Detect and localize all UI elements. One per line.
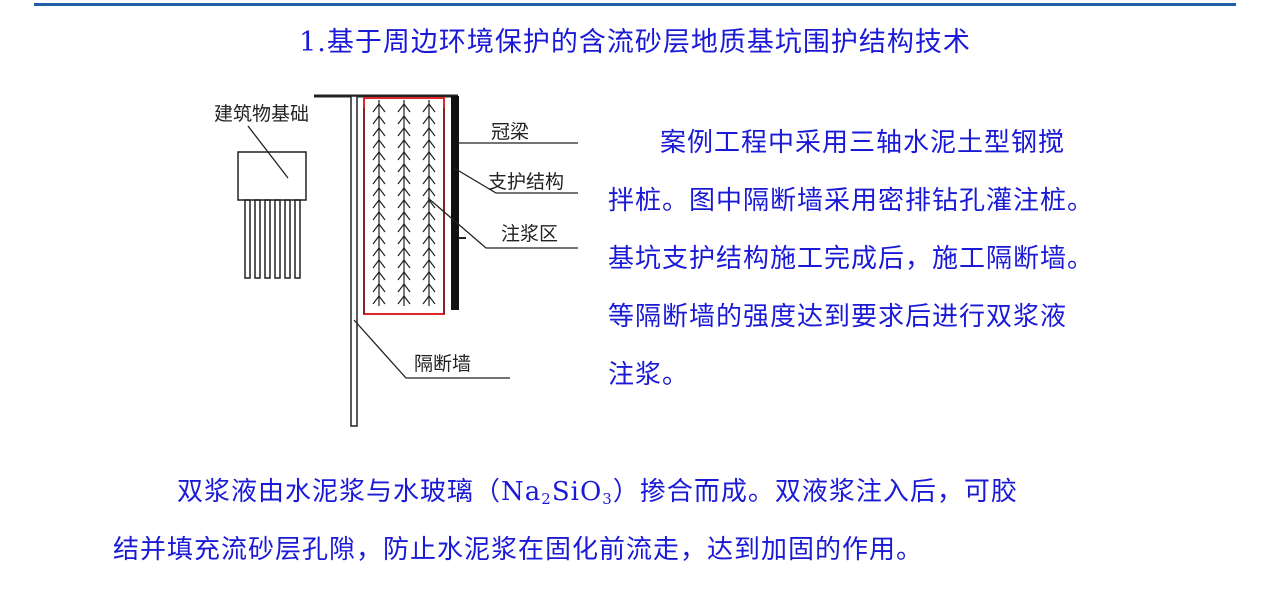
arrow-chevron: [422, 223, 436, 233]
arrow-chevron: [422, 199, 436, 209]
arrow-chevron: [372, 271, 386, 281]
arrow-chevron: [422, 283, 436, 293]
arrow-chevron: [422, 127, 436, 137]
arrow-chevron: [422, 271, 436, 281]
arrow-chevron: [372, 187, 386, 197]
arrow-chevron: [397, 295, 411, 305]
case-line-5: 注浆。: [608, 360, 690, 390]
building-foundation: [237, 125, 307, 279]
arrow-chevron: [372, 139, 386, 149]
arrow-chevron: [372, 223, 386, 233]
label-crown-beam: 冠梁: [491, 121, 529, 143]
arrow-chevron: [422, 247, 436, 257]
arrow-chevron: [397, 163, 411, 173]
arrow-chevron: [372, 211, 386, 221]
foundation-pit-diagram: 建筑物基础 冠梁 支护结构 注浆区 隔断墙: [214, 94, 578, 427]
arrow-chevron: [397, 115, 411, 125]
case-line-2: 拌桩。图中隔断墙采用密排钻孔灌注桩。: [608, 186, 1095, 216]
arrow-chevron: [372, 175, 386, 185]
arrow-chevron: [422, 235, 436, 245]
arrow-chevron: [397, 271, 411, 281]
arrow-chevron: [372, 115, 386, 125]
arrow-chevron: [372, 163, 386, 173]
arrow-chevron: [372, 295, 386, 305]
arrow-chevron: [422, 163, 436, 173]
arrow-chevron: [372, 199, 386, 209]
top-divider: [34, 3, 1236, 6]
label-isolation-wall: 隔断墙: [414, 353, 471, 375]
arrow-chevron: [397, 235, 411, 245]
label-building-foundation: 建筑物基础: [214, 103, 309, 125]
arrow-chevron: [422, 175, 436, 185]
arrow-chevron: [422, 139, 436, 149]
arrow-chevron: [422, 187, 436, 197]
arrow-chevron: [397, 223, 411, 233]
arrow-chevron: [397, 103, 411, 113]
arrow-chevron: [372, 283, 386, 293]
arrow-chevron: [372, 235, 386, 245]
arrow-chevron: [372, 151, 386, 161]
arrow-chevron: [397, 199, 411, 209]
case-line-3: 基坑支护结构施工完成后，施工隔断墙。: [608, 244, 1095, 274]
case-line-4: 等隔断墙的强度达到要求后进行双浆液: [608, 302, 1068, 332]
support-structure: [451, 96, 459, 310]
isolation-wall: [350, 95, 358, 427]
arrow-chevron: [397, 187, 411, 197]
arrow-chevron: [422, 115, 436, 125]
case-line-1: 案例工程中采用三轴水泥土型钢搅: [660, 128, 1066, 158]
arrow-chevron: [422, 103, 436, 113]
case-description: 案例工程中采用三轴水泥土型钢搅 拌桩。图中隔断墙采用密排钻孔灌注桩。 基坑支护结…: [608, 114, 1188, 404]
arrow-chevron: [372, 127, 386, 137]
arrow-chevron: [397, 211, 411, 221]
grout-description: 双浆液由水泥浆与水玻璃（Na2SiO3）掺合而成。双液浆注入后，可胶 结并填充流…: [113, 463, 1213, 579]
arrow-chevron: [397, 139, 411, 149]
grout-flow-arrows: [372, 100, 436, 306]
arrow-chevron: [422, 295, 436, 305]
arrow-chevron: [397, 151, 411, 161]
arrow-chevron: [397, 283, 411, 293]
label-grouting-zone: 注浆区: [501, 223, 558, 245]
arrow-chevron: [422, 259, 436, 269]
grout-line-2: 结并填充流砂层孔隙，防止水泥浆在固化前流走，达到加固的作用。: [113, 535, 924, 565]
grout-line-1: 双浆液由水泥浆与水玻璃（Na2SiO3）掺合而成。双液浆注入后，可胶: [177, 477, 1018, 508]
arrow-chevron: [397, 127, 411, 137]
arrow-chevron: [372, 247, 386, 257]
page-title: 1.基于周边环境保护的含流砂层地质基坑围护结构技术: [299, 27, 971, 58]
arrow-chevron: [372, 259, 386, 269]
arrow-chevron: [397, 247, 411, 257]
arrow-chevron: [422, 151, 436, 161]
arrow-chevron: [397, 259, 411, 269]
arrow-chevron: [372, 103, 386, 113]
arrow-chevron: [422, 211, 436, 221]
label-support-structure: 支护结构: [488, 171, 564, 193]
arrow-chevron: [397, 175, 411, 185]
